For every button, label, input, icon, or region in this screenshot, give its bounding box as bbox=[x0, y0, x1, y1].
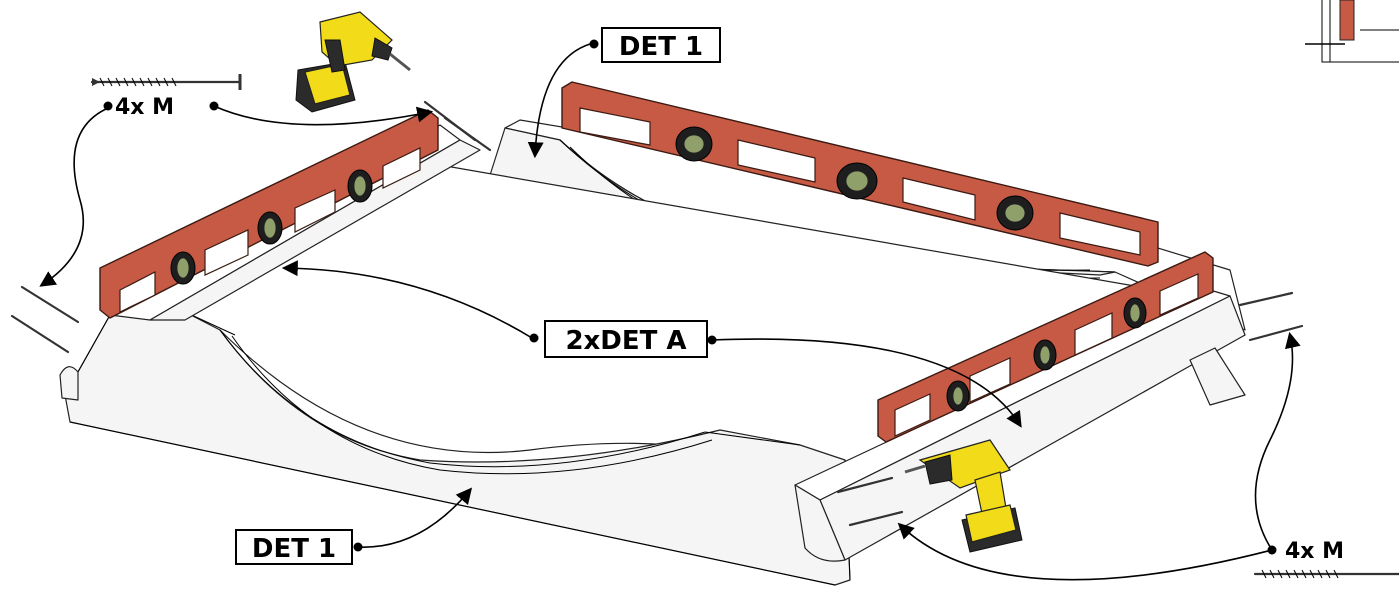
label-det-a: 2xDET A bbox=[544, 320, 708, 358]
leader-lines bbox=[39, 43, 1301, 581]
label-det1-top-text: DET 1 bbox=[619, 32, 703, 62]
label-screws-right: 4x M bbox=[1285, 539, 1344, 564]
power-drill-icon-right bbox=[904, 439, 1023, 553]
leader-dots bbox=[103, 39, 1277, 555]
wood-screw-icon bbox=[90, 74, 242, 90]
spirit-level-back-icon bbox=[561, 81, 1159, 267]
label-det-a-text: 2xDET A bbox=[565, 326, 686, 356]
inserted-screws bbox=[10, 100, 1304, 527]
label-screws-left: 4x M bbox=[115, 95, 174, 120]
wood-screw-icon-bottom bbox=[1253, 569, 1399, 579]
label-det1-bottom: DET 1 bbox=[235, 529, 353, 565]
label-det1-bottom-text: DET 1 bbox=[252, 534, 336, 564]
spirit-level-left-icon bbox=[99, 109, 439, 319]
label-det1-top: DET 1 bbox=[601, 27, 721, 63]
power-drill-icon bbox=[295, 11, 411, 113]
spirit-level-right-icon bbox=[877, 251, 1214, 443]
detail-inset bbox=[1305, 0, 1399, 63]
